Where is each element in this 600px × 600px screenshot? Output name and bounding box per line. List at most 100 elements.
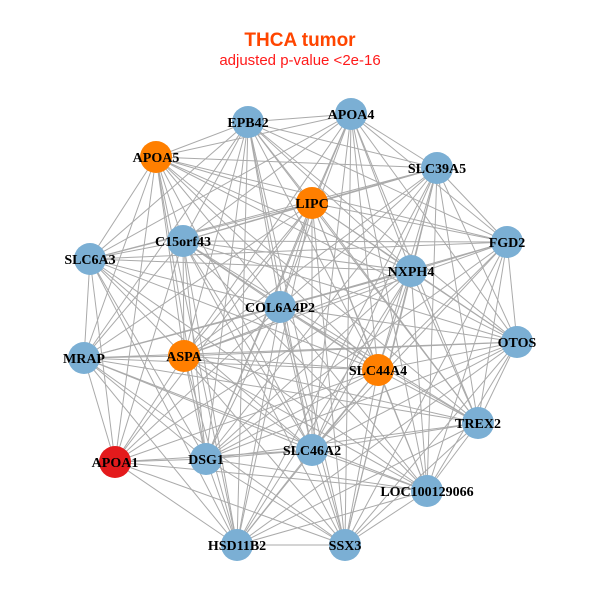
edge-SLC39A5-SLC46A2 xyxy=(311,167,438,451)
node-circle[interactable] xyxy=(329,529,361,561)
node-circle[interactable] xyxy=(74,243,106,275)
node-APOA1[interactable]: APOA1 xyxy=(92,446,139,478)
node-circle[interactable] xyxy=(395,255,427,287)
node-circle[interactable] xyxy=(421,152,453,184)
edge-APOA4-ASPA xyxy=(183,113,352,357)
node-TREX2[interactable]: TREX2 xyxy=(455,407,501,439)
node-circle[interactable] xyxy=(296,434,328,466)
node-label: SLC46A2 xyxy=(283,444,341,459)
node-label: C15orf43 xyxy=(155,235,211,250)
figure-subtitle: adjusted p-value <2e-16 xyxy=(219,52,381,69)
edge-LIPC-TREX2 xyxy=(311,202,479,424)
node-SLC39A5[interactable]: SLC39A5 xyxy=(408,152,466,184)
node-circle[interactable] xyxy=(296,187,328,219)
edge-LIPC-SLC6A3 xyxy=(89,202,313,260)
edge-C15orf43-TREX2 xyxy=(182,240,479,424)
node-HSD11B2[interactable]: HSD11B2 xyxy=(208,529,266,561)
node-circle[interactable] xyxy=(221,529,253,561)
node-APOA4[interactable]: APOA4 xyxy=(328,98,375,130)
edge-LOC100129066-SSX3 xyxy=(344,490,428,546)
node-FGD2[interactable]: FGD2 xyxy=(489,226,526,258)
edge-OTOS-HSD11B2 xyxy=(236,341,518,546)
node-circle[interactable] xyxy=(362,354,394,386)
edge-TREX2-SSX3 xyxy=(344,422,479,546)
edge-APOA1-SSX3 xyxy=(114,461,346,546)
node-label: LOC100129066 xyxy=(380,485,473,500)
edge-EPB42-COL6A4P2 xyxy=(247,121,281,308)
edge-APOA5-OTOS xyxy=(155,156,518,343)
node-EPB42[interactable]: EPB42 xyxy=(227,106,269,138)
node-circle[interactable] xyxy=(491,226,523,258)
edge-SLC6A3-DSG1 xyxy=(89,258,207,460)
node-COL6A4P2[interactable]: COL6A4P2 xyxy=(245,291,315,323)
node-label: ASPA xyxy=(166,350,202,365)
edge-SLC46A2-HSD11B2 xyxy=(236,449,313,546)
edge-APOA5-TREX2 xyxy=(155,156,479,424)
node-circle[interactable] xyxy=(168,340,200,372)
edge-C15orf43-NXPH4 xyxy=(182,240,412,272)
node-circle[interactable] xyxy=(68,342,100,374)
edge-COL6A4P2-SLC46A2 xyxy=(279,306,313,451)
figure-title: THCA tumor xyxy=(244,30,356,51)
node-APOA5[interactable]: APOA5 xyxy=(133,141,180,173)
node-label: FGD2 xyxy=(489,236,526,251)
edge-APOA4-LOC100129066 xyxy=(350,113,428,492)
node-SLC6A3[interactable]: SLC6A3 xyxy=(64,243,116,275)
node-LOC100129066[interactable]: LOC100129066 xyxy=(380,475,474,507)
node-circle[interactable] xyxy=(462,407,494,439)
edge-LIPC-COL6A4P2 xyxy=(279,202,313,308)
edge-APOA5-LIPC xyxy=(155,156,313,204)
edge-APOA4-SLC39A5 xyxy=(350,113,438,169)
edge-FGD2-SLC44A4 xyxy=(377,241,508,371)
node-label: NXPH4 xyxy=(388,265,435,280)
edge-C15orf43-ASPA xyxy=(182,240,185,357)
node-C15orf43[interactable]: C15orf43 xyxy=(155,225,211,257)
node-DSG1[interactable]: DSG1 xyxy=(188,443,224,475)
node-circle[interactable] xyxy=(167,225,199,257)
edge-ASPA-DSG1 xyxy=(183,355,207,460)
edge-SLC39A5-SLC6A3 xyxy=(89,167,438,260)
edge-DSG1-SSX3 xyxy=(205,458,346,546)
node-LIPC[interactable]: LIPC xyxy=(295,187,329,219)
node-NXPH4[interactable]: NXPH4 xyxy=(388,255,435,287)
node-label: SSX3 xyxy=(329,539,362,554)
edge-SLC39A5-OTOS xyxy=(436,167,518,343)
node-circle[interactable] xyxy=(232,106,264,138)
node-label: LIPC xyxy=(295,197,328,212)
edge-APOA5-SLC6A3 xyxy=(89,156,157,260)
edge-EPB42-C15orf43 xyxy=(182,121,249,242)
edge-OTOS-SLC46A2 xyxy=(311,341,518,451)
node-circle[interactable] xyxy=(99,446,131,478)
edge-COL6A4P2-MRAP xyxy=(83,306,281,359)
node-label: MRAP xyxy=(63,352,105,367)
node-OTOS[interactable]: OTOS xyxy=(498,326,537,358)
edge-APOA4-SLC46A2 xyxy=(311,113,352,451)
node-SLC46A2[interactable]: SLC46A2 xyxy=(283,434,341,466)
edge-EPB42-APOA5 xyxy=(155,121,249,158)
node-ASPA[interactable]: ASPA xyxy=(166,340,203,372)
edge-SLC39A5-FGD2 xyxy=(436,167,508,243)
node-SSX3[interactable]: SSX3 xyxy=(329,529,362,561)
edge-ASPA-APOA1 xyxy=(114,355,185,463)
edge-SLC44A4-TREX2 xyxy=(377,369,479,424)
edge-ASPA-LOC100129066 xyxy=(183,355,428,492)
edge-LIPC-ASPA xyxy=(183,202,313,357)
edge-COL6A4P2-SSX3 xyxy=(279,306,346,546)
edge-OTOS-DSG1 xyxy=(205,341,518,460)
node-SLC44A4[interactable]: SLC44A4 xyxy=(349,354,407,386)
edge-FGD2-SLC6A3 xyxy=(89,241,508,260)
node-circle[interactable] xyxy=(140,141,172,173)
node-circle[interactable] xyxy=(190,443,222,475)
node-circle[interactable] xyxy=(501,326,533,358)
node-circle[interactable] xyxy=(335,98,367,130)
node-circle[interactable] xyxy=(411,475,443,507)
edge-C15orf43-MRAP xyxy=(83,240,184,359)
edge-LIPC-DSG1 xyxy=(205,202,313,460)
node-circle[interactable] xyxy=(264,291,296,323)
edge-NXPH4-TREX2 xyxy=(410,270,479,424)
node-label: SLC6A3 xyxy=(64,253,115,268)
node-MRAP[interactable]: MRAP xyxy=(63,342,105,374)
edge-EPB42-OTOS xyxy=(247,121,518,343)
